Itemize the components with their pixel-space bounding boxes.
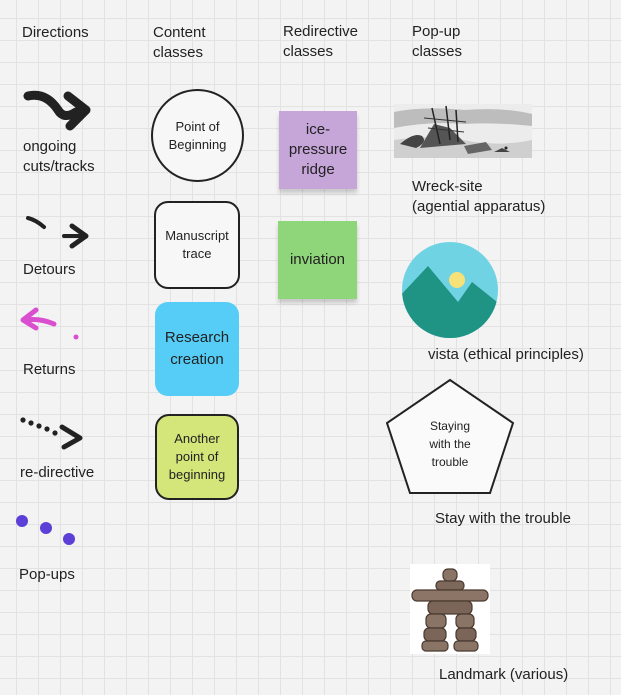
popup-label-vista: vista (ethical principles) xyxy=(428,346,584,363)
popup-label-stay-with-trouble: Stay with the trouble xyxy=(435,510,571,527)
dotted-arrow-icon[interactable] xyxy=(18,415,88,455)
direction-label-returns: Returns xyxy=(23,361,76,378)
content-class-research-creation[interactable]: Research creation xyxy=(155,302,239,396)
dots-icon[interactable] xyxy=(14,513,78,549)
content-class-another-point[interactable]: Another point of beginning xyxy=(155,414,239,500)
header-directions: Directions xyxy=(22,24,89,41)
header-popup-classes: Pop-up classes xyxy=(412,23,463,60)
popup-label-wreck-site: Wreck-site (agential apparatus) xyxy=(412,178,546,215)
thick-curved-arrow-icon[interactable] xyxy=(23,88,91,134)
direction-label-detours: Detours xyxy=(23,261,76,278)
popup-label-landmark: Landmark (various) xyxy=(439,666,569,683)
header-content-classes: Content classes xyxy=(153,24,206,61)
sticky-inviation[interactable]: inviation xyxy=(278,221,357,299)
mountain-vista-icon[interactable] xyxy=(402,242,498,338)
header-redirective-classes: Redirective classes xyxy=(283,23,359,60)
content-class-point-of-beginning[interactable]: Point of Beginning xyxy=(151,89,244,182)
direction-label-redirective: re-directive xyxy=(20,464,95,481)
pentagon-text: Staying with the trouble xyxy=(429,419,471,469)
pentagon-shape[interactable] xyxy=(385,378,515,495)
direction-label-popups: Pop-ups xyxy=(19,566,75,583)
shipwreck-image[interactable] xyxy=(394,104,532,158)
detour-arrow-icon[interactable] xyxy=(26,215,90,251)
sticky-ice-pressure-ridge[interactable]: ice- pressure ridge xyxy=(279,111,357,189)
inukshuk-image[interactable] xyxy=(410,564,490,654)
return-arrow-icon[interactable] xyxy=(18,306,84,342)
content-class-manuscript-trace[interactable]: Manuscript trace xyxy=(154,201,240,289)
direction-label-ongoing: ongoing cuts/tracks xyxy=(23,138,95,175)
